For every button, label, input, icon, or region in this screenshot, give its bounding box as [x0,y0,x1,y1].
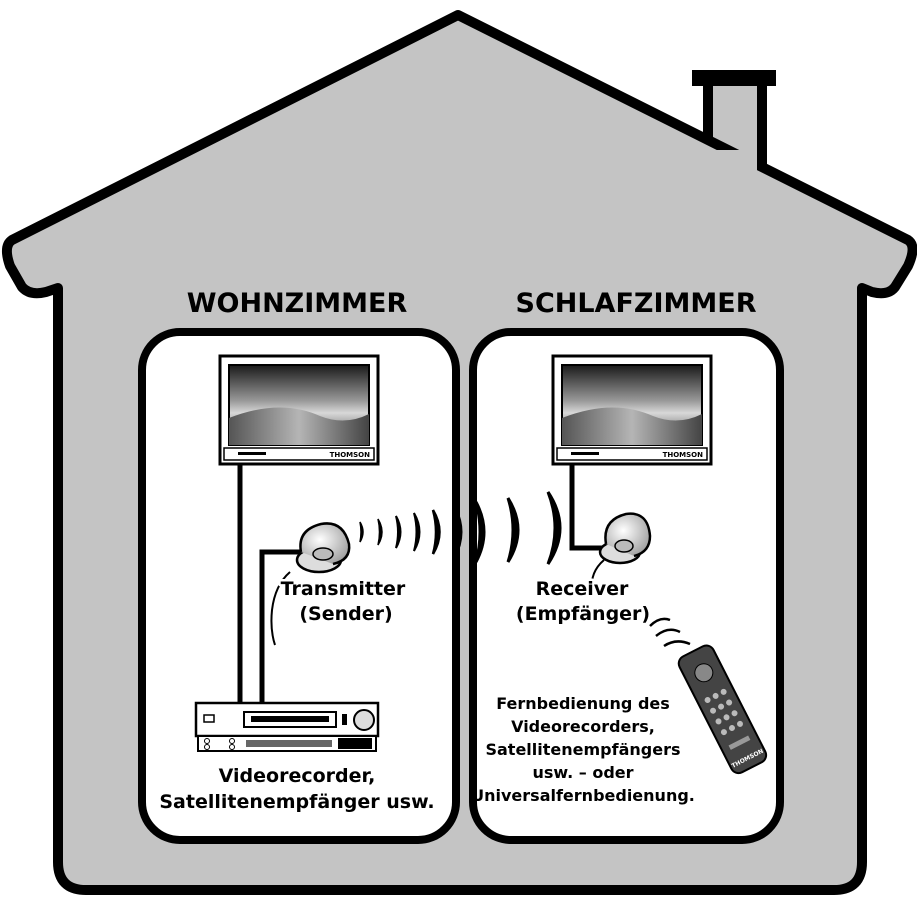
signal-waves-icon [359,491,562,565]
receiver-label-line2: (Empfänger) [516,603,650,625]
vcr-icon [194,701,380,738]
tv-brand-label: THOMSON [663,451,704,459]
cables-living [237,465,300,705]
tv-set-icon: THOMSON [551,354,713,466]
tv-brand-label: THOMSON [330,451,371,459]
remote-label-line3: Satellitenempfängers [485,740,680,759]
receiver-label-line1: Receiver [536,578,629,600]
room-title-bedroom: SCHLAFZIMMER [516,288,757,319]
sat-receiver-icon [197,735,377,752]
transmitter-label-line2: (Sender) [299,603,392,625]
remote-control-icon: THOMSON [677,644,768,775]
source-label-line1: Videorecorder, [219,765,376,787]
tv-set-icon: THOMSON [218,354,380,466]
remote-label-line1: Fernbedienung des [496,694,670,713]
remote-label-line5: Universalfernbedienung. [471,786,695,805]
remote-label-line2: Videorecorders, [511,717,655,736]
room-title-living: WOHNZIMMER [187,288,408,319]
transmitter-label-line1: Transmitter [281,578,406,600]
remote-signal-icon [649,617,691,648]
satellite-dish-icon [598,512,652,565]
cables-bedroom [569,464,608,591]
satellite-dish-icon [295,522,351,574]
remote-label-line4: usw. – oder [532,763,633,782]
source-label-line2: Satellitenempfänger usw. [159,791,434,813]
